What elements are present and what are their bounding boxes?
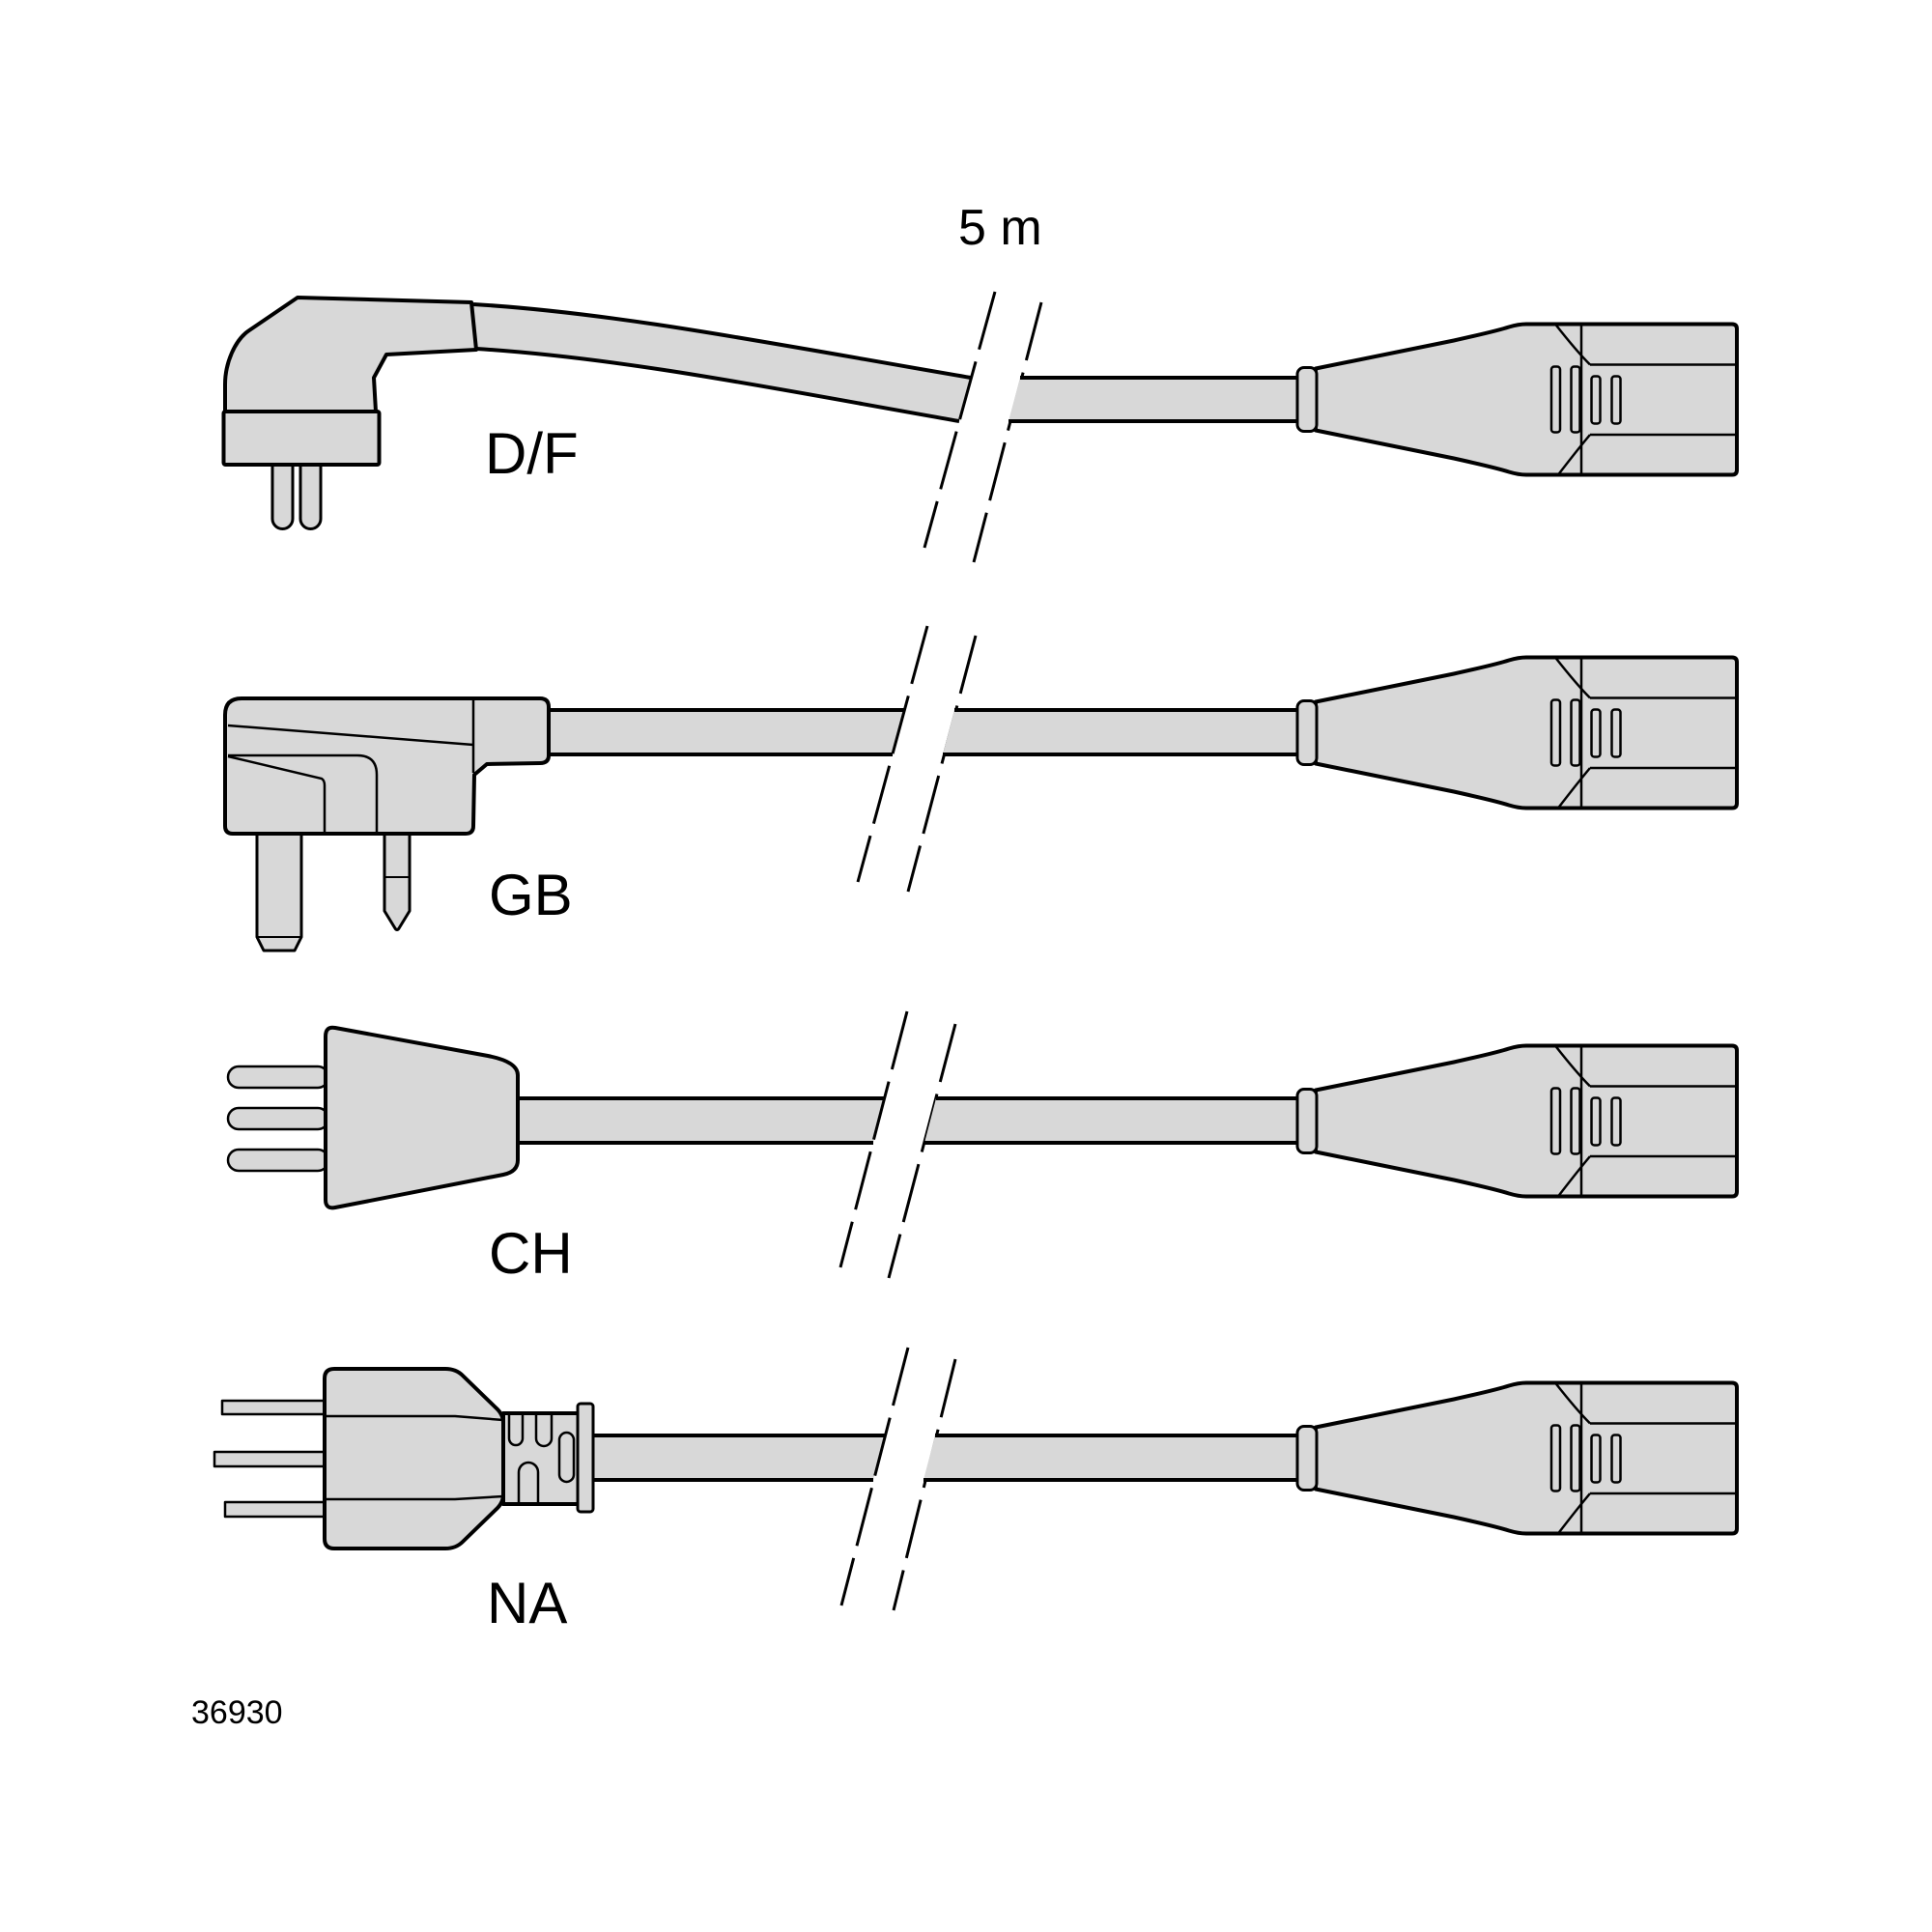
cable-cord: [549, 710, 904, 754]
cable-cord: [923, 1435, 1306, 1480]
iec-connector-icon: [1295, 1043, 1739, 1199]
plug-pin: [255, 832, 303, 952]
plug-label-df: D/F: [485, 421, 579, 486]
iec-connector-icon: [1295, 655, 1739, 810]
cable-break-marks: [839, 1347, 957, 1611]
cable-break-marks: [923, 291, 1043, 563]
plug-gb-icon: [223, 696, 551, 952]
plug-pin: [213, 1450, 329, 1468]
iec-connector-icon: [1295, 322, 1739, 477]
plug-pin: [226, 1106, 330, 1131]
plug-pin: [226, 1065, 330, 1090]
figure-number: 36930: [191, 1694, 283, 1731]
cable-row-ch: [226, 1010, 1739, 1279]
cable-cord: [924, 1098, 1306, 1143]
plug-label-gb: GB: [489, 863, 573, 927]
cable-cord: [473, 304, 971, 421]
plug-pin: [383, 832, 412, 931]
cable-row-na: [213, 1347, 1739, 1611]
iec-connector-icon: [1295, 1380, 1739, 1536]
cable-row-gb: [223, 625, 1739, 952]
plug-pin: [223, 1500, 330, 1519]
cable-break-marks: [856, 625, 978, 893]
plug-ch-icon: [226, 1025, 520, 1210]
cable-cord: [517, 1098, 885, 1143]
plug-pin: [220, 1399, 330, 1416]
cable-cord: [1009, 378, 1306, 421]
cable-length-label: 5 m: [958, 200, 1042, 256]
plug-df-icon: [221, 296, 478, 530]
cable-collar: [576, 1402, 595, 1514]
cable-break-marks: [838, 1010, 957, 1279]
plug-pin: [298, 463, 323, 530]
plug-label-ch: CH: [489, 1221, 573, 1286]
plug-pin: [226, 1148, 330, 1173]
plug-pin: [270, 463, 295, 530]
cable-row-df: [221, 291, 1739, 563]
plug-label-na: NA: [487, 1571, 568, 1635]
plug-na-icon: [213, 1367, 595, 1550]
cable-cord: [591, 1435, 885, 1480]
cable-cord: [943, 710, 1306, 754]
